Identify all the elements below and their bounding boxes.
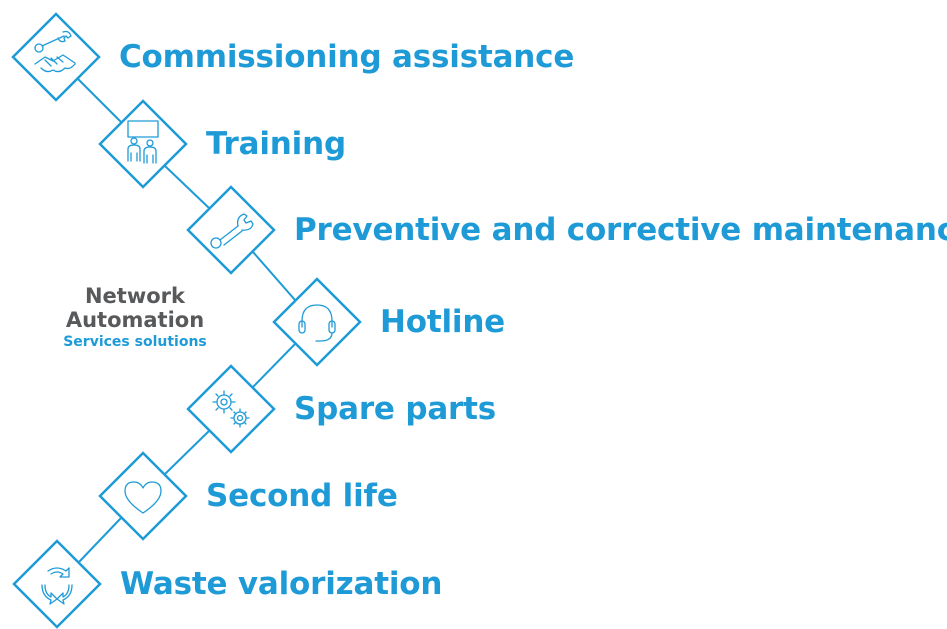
- center-label: Network Automation Services solutions: [25, 284, 245, 350]
- handshake-wrench-icon: [34, 30, 76, 73]
- step-label: Training: [206, 126, 346, 162]
- heart-icon: [124, 481, 162, 514]
- diamond-frame: [272, 277, 362, 367]
- connector-line: [252, 251, 296, 301]
- connector-line: [164, 430, 210, 475]
- center-title-line2: Automation: [65, 308, 205, 333]
- connector-line: [78, 517, 122, 563]
- headset-icon: [298, 304, 336, 342]
- center-subtitle: Services solutions: [63, 334, 207, 351]
- center-title-line1: Network: [84, 284, 185, 308]
- diamond-frame: [12, 539, 102, 629]
- wrench-icon: [210, 213, 254, 249]
- diamond-frame: [98, 99, 188, 189]
- step-label: Hotline: [380, 304, 506, 340]
- step-label: Commissioning assistance: [119, 39, 575, 75]
- diamond-frame: [11, 12, 101, 102]
- diamond-frame: [98, 451, 188, 541]
- presentation-training-icon: [127, 120, 159, 164]
- step-label: Waste valorization: [120, 566, 443, 602]
- connector-line: [252, 343, 296, 388]
- diamond-frame: [186, 185, 276, 275]
- connector-line: [164, 165, 210, 209]
- recycle-icon: [41, 567, 73, 605]
- step-label: Second life: [206, 478, 398, 514]
- gears-icon: [212, 390, 250, 428]
- diamond-frame: [186, 364, 276, 454]
- connector-line: [77, 78, 122, 123]
- step-label: Spare parts: [294, 391, 497, 427]
- step-label: Preventive and corrective maintenance: [294, 212, 947, 248]
